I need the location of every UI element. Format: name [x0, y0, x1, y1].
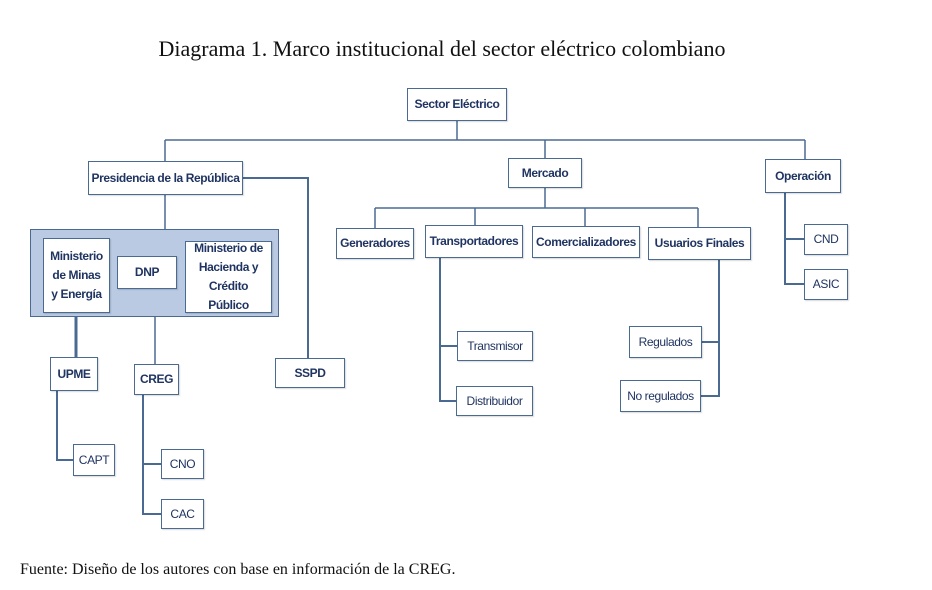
- node-no-regulados: No regulados: [620, 380, 701, 412]
- node-transportadores: Transportadores: [425, 225, 523, 258]
- connector-creg-children: [142, 395, 161, 515]
- node-distribuidor: Distribuidor: [456, 386, 533, 416]
- node-regulados: Regulados: [629, 326, 702, 358]
- node-mercado: Mercado: [508, 158, 582, 188]
- connector-transportadores: [439, 258, 457, 402]
- node-hacienda: Ministerio de Hacienda y Crédito Público: [185, 241, 272, 313]
- node-sector-electrico: Sector Eléctrico: [407, 88, 507, 121]
- node-sspd: SSPD: [275, 358, 345, 388]
- connector-sector: [164, 121, 806, 161]
- node-minminas: Ministerio de Minas y Energía: [43, 238, 110, 313]
- node-dnp: DNP: [117, 256, 177, 289]
- node-presidencia: Presidencia de la República: [88, 161, 243, 195]
- source-note: Fuente: Diseño de los autores con base e…: [20, 561, 456, 578]
- node-operacion: Operación: [765, 159, 841, 193]
- diagram-title: Diagrama 1. Marco institucional del sect…: [158, 36, 726, 61]
- node-generadores: Generadores: [336, 228, 414, 259]
- connector-usuarios: [701, 260, 720, 397]
- connector-capt: [56, 391, 73, 461]
- connector-operacion: [784, 193, 804, 285]
- node-cnd: CND: [804, 224, 848, 255]
- connector-mercado: [374, 188, 699, 228]
- node-capt: CAPT: [73, 444, 115, 476]
- node-usuarios-finales: Usuarios Finales: [648, 227, 751, 260]
- node-upme: UPME: [50, 357, 98, 391]
- node-creg: CREG: [134, 364, 179, 395]
- node-transmisor: Transmisor: [457, 331, 533, 361]
- connector-sspd: [243, 177, 309, 358]
- node-cno: CNO: [161, 449, 204, 479]
- node-comercializadores: Comercializadores: [532, 226, 640, 258]
- node-asic: ASIC: [804, 269, 848, 300]
- node-cac: CAC: [161, 499, 204, 529]
